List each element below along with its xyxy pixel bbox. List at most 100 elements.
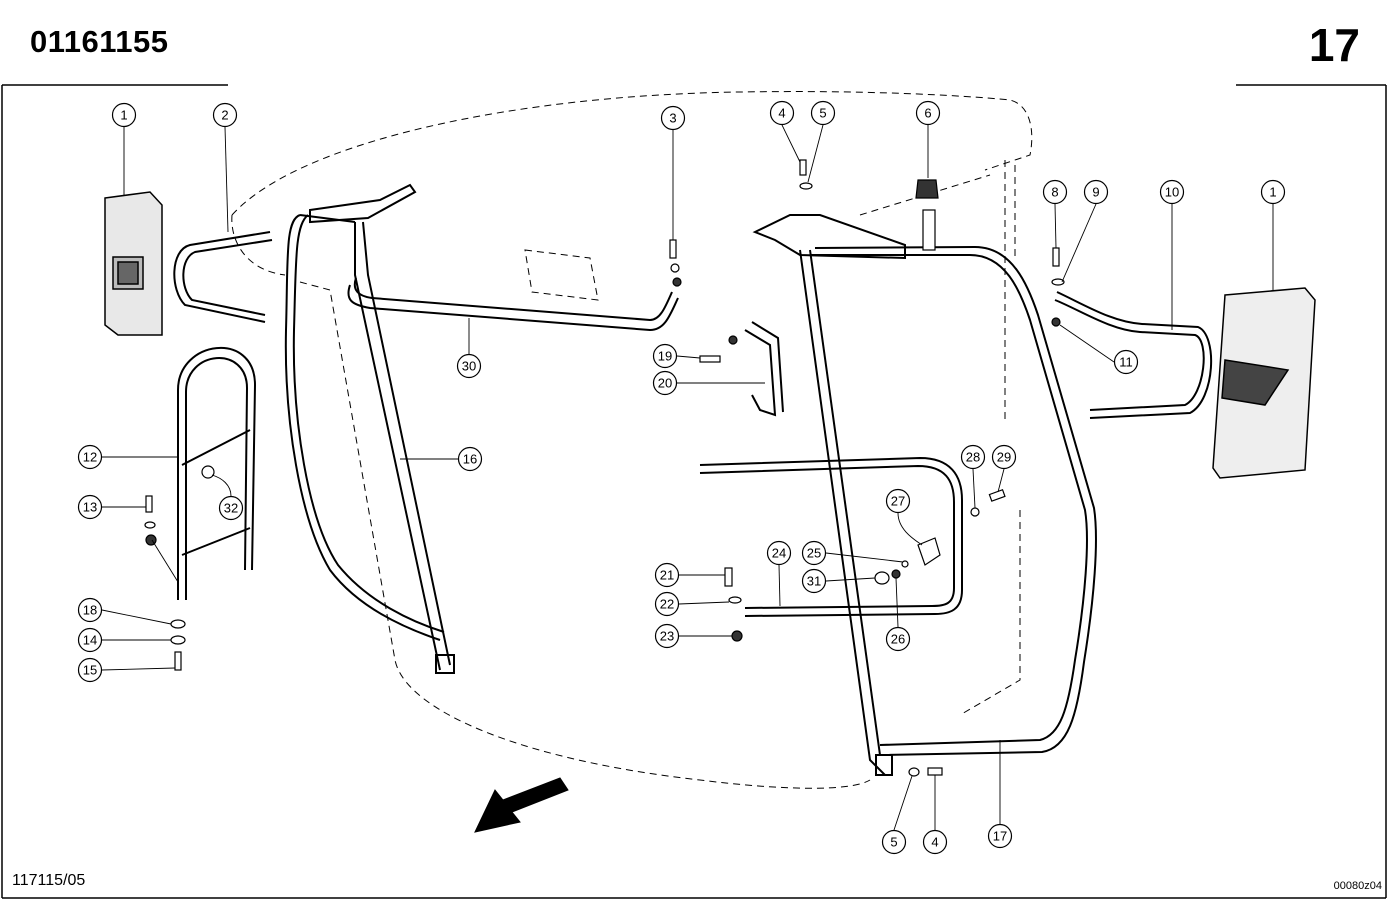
callout-circle	[654, 591, 680, 617]
callout-label: 24	[772, 546, 786, 561]
callout-label: 18	[83, 603, 97, 618]
callout-label: 4	[778, 106, 785, 121]
callout-label: 19	[658, 349, 672, 364]
stud-6	[922, 209, 936, 251]
callout-5: 5	[810, 100, 836, 126]
callout-label: 23	[660, 629, 674, 644]
callout-circle	[769, 100, 795, 126]
plug-32	[201, 465, 215, 479]
callout-circle	[1260, 179, 1286, 205]
callout-22: 22	[654, 591, 680, 617]
callout-15: 15	[77, 657, 103, 683]
washer-9	[1051, 278, 1065, 286]
bolt-29	[988, 489, 1006, 502]
callout-label: 1	[1269, 185, 1276, 200]
grab-handle-12	[177, 347, 257, 600]
callout-circle	[885, 488, 911, 514]
callout-11: 11	[1113, 349, 1139, 375]
callout-label: 17	[993, 829, 1007, 844]
callout-circle	[810, 100, 836, 126]
right-mirror	[1212, 287, 1316, 479]
callout-18: 18	[77, 597, 103, 623]
callout-label: 1	[120, 108, 127, 123]
callout-circle	[77, 494, 103, 520]
callout-8: 8	[1042, 179, 1068, 205]
cross-tube-30	[347, 277, 679, 332]
callout-circle	[77, 657, 103, 683]
bolt-4-bottom	[927, 767, 943, 776]
bracket-24	[699, 456, 963, 617]
plug-31	[874, 571, 890, 585]
callout-label: 21	[660, 568, 674, 583]
callout-circle	[652, 370, 678, 396]
nut-23	[731, 630, 743, 642]
callout-19: 19	[652, 343, 678, 369]
callout-label: 26	[891, 632, 905, 647]
callout-circle	[654, 623, 680, 649]
callout-circle	[77, 627, 103, 653]
bolt-3	[669, 239, 677, 259]
grommet-6	[915, 179, 939, 199]
callout-label: 25	[807, 546, 821, 561]
callout-label: 4	[931, 835, 938, 850]
callout-label: 5	[819, 106, 826, 121]
washer-28	[970, 507, 980, 517]
callout-label: 6	[924, 106, 931, 121]
callout-label: 9	[1092, 185, 1099, 200]
callout-29: 29	[991, 444, 1017, 470]
washer-14	[170, 635, 186, 645]
washer-25	[901, 560, 909, 568]
page-number: 17	[1308, 19, 1360, 71]
callout-circle	[456, 353, 482, 379]
bolt-15	[174, 651, 182, 671]
callout-label: 32	[224, 501, 238, 516]
callout-label: 2	[221, 108, 228, 123]
callout-4: 4	[922, 829, 948, 855]
nut-3	[672, 277, 682, 287]
callout-1: 1	[111, 102, 137, 128]
callout-26: 26	[885, 626, 911, 652]
bolt-8	[1052, 247, 1060, 267]
callout-label: 27	[891, 494, 905, 509]
hardware	[144, 159, 1065, 777]
frame-border	[1, 84, 1387, 899]
callout-circle	[885, 626, 911, 652]
callout-circle	[915, 100, 941, 126]
drawing-id: 00080z04	[1333, 880, 1382, 892]
callout-label: 13	[83, 500, 97, 515]
callout-circle	[960, 444, 986, 470]
callout-circle	[801, 568, 827, 594]
callout-label: 5	[890, 835, 897, 850]
callout-23: 23	[654, 623, 680, 649]
callout-circle	[881, 829, 907, 855]
callout-label: 22	[660, 597, 674, 612]
callout-circle	[654, 562, 680, 588]
bolt-4-top	[799, 159, 807, 176]
callout-circle	[922, 829, 948, 855]
callout-4: 4	[769, 100, 795, 126]
callout-27: 27	[885, 488, 911, 514]
left-frame-tube	[284, 183, 455, 674]
callout-label: 16	[463, 452, 477, 467]
callout-9: 9	[1083, 179, 1109, 205]
callout-3: 3	[660, 105, 686, 131]
callout-12: 12	[77, 444, 103, 470]
callout-13: 13	[77, 494, 103, 520]
nut-19	[728, 335, 738, 345]
callout-label: 3	[669, 111, 676, 126]
callout-circle	[991, 444, 1017, 470]
callout-17: 17	[987, 823, 1013, 849]
bracket-20	[744, 321, 784, 417]
callout-30: 30	[456, 353, 482, 379]
callout-label: 15	[83, 663, 97, 678]
right-mirror-arm	[1054, 291, 1213, 419]
clip-27	[917, 537, 941, 566]
bolt-19	[699, 355, 721, 363]
leader-lines	[101, 124, 1274, 831]
callout-circle	[1042, 179, 1068, 205]
washer-13	[144, 521, 156, 529]
callout-circle	[218, 495, 244, 521]
